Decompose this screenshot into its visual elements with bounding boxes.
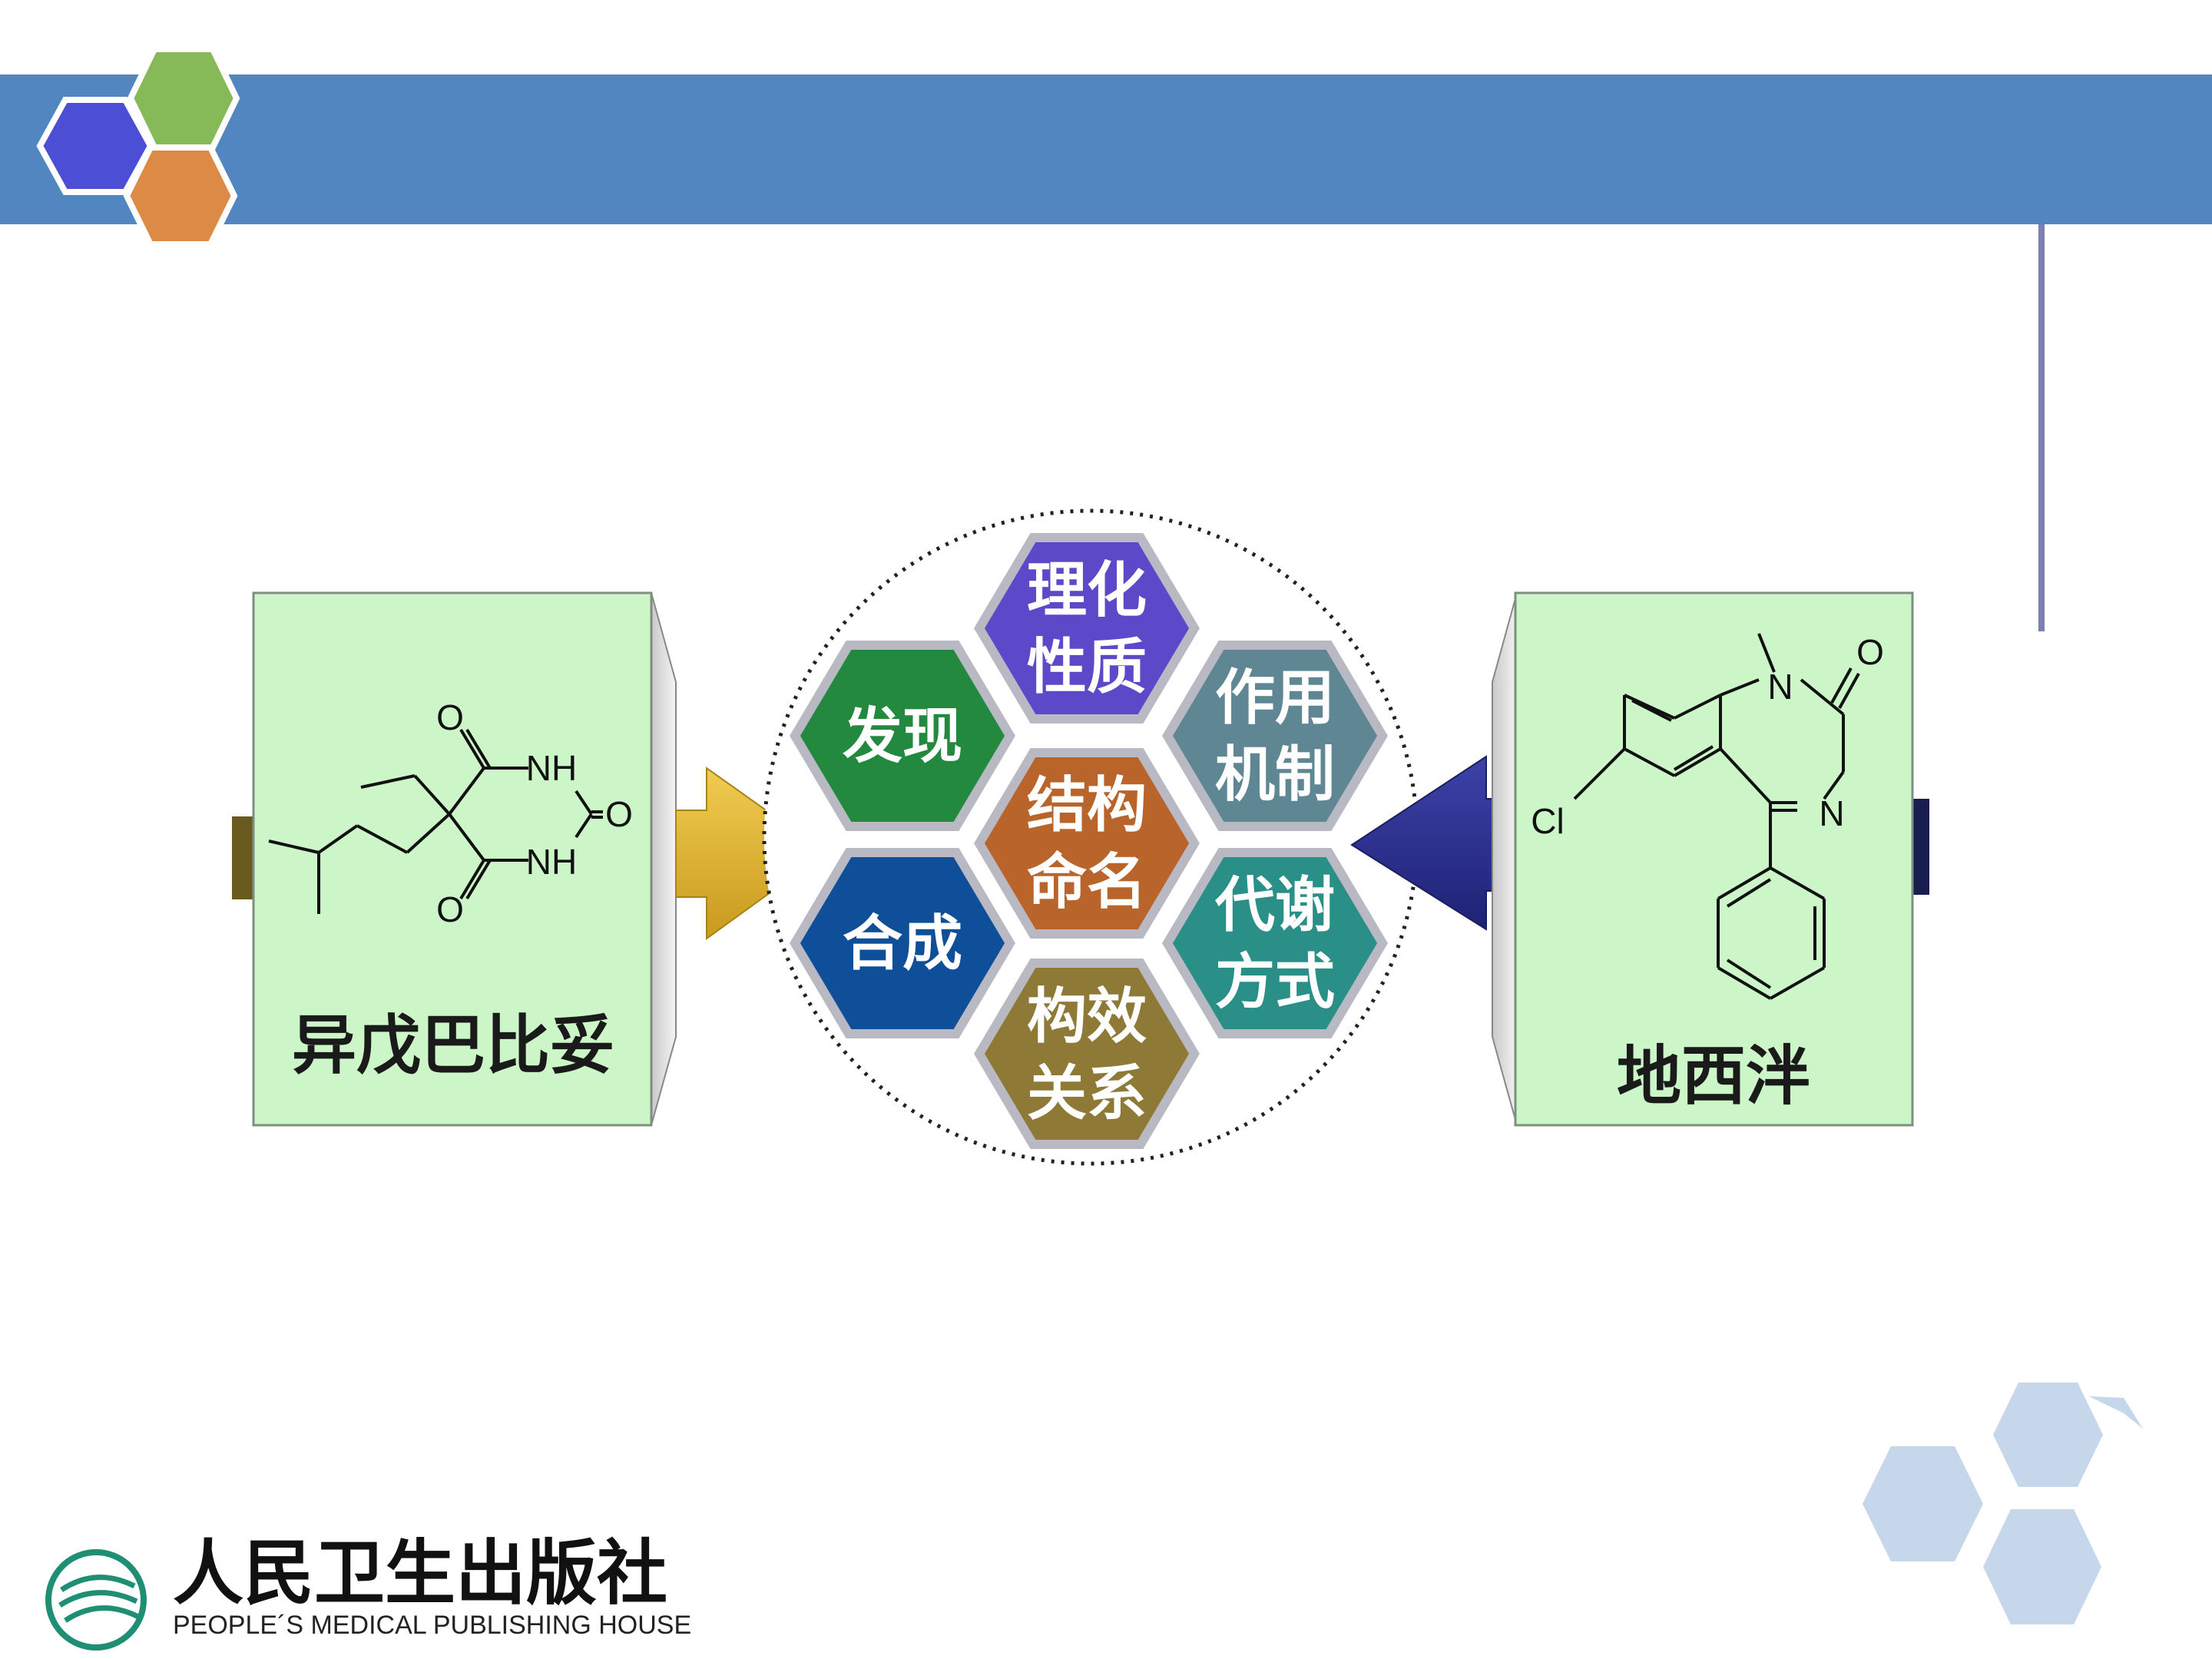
atom-label: O (605, 794, 633, 834)
hex-label: 理化 (1027, 556, 1147, 625)
hexagon (1162, 848, 1388, 1038)
atom-label: Cl (1531, 801, 1564, 841)
left-compound-name: 异戊巴比妥 (292, 1007, 614, 1083)
hex-label: 关系 (1027, 1059, 1147, 1128)
hex-label: 合成 (843, 909, 962, 979)
right-compound-name: 地西泮 (1617, 1038, 1810, 1114)
publisher-name-en: PEOPLE´S MEDICAL PUBLISHING HOUSE (173, 1611, 691, 1640)
hex-label: 代谢 (1214, 871, 1335, 940)
hexagon (790, 641, 1015, 831)
hex-label: 发现 (843, 702, 962, 771)
hexagon (974, 533, 1200, 724)
atom-label: N (1767, 667, 1793, 707)
atom-label: NH (526, 842, 577, 882)
hex-label: 构效 (1027, 982, 1147, 1051)
hex-group: 理化 性质 发现 作用 机制 结构 命名 合成 代谢 方式 构效 关系 (790, 533, 1388, 1149)
hexagon (790, 848, 1015, 1038)
atom-label: NH (526, 748, 577, 788)
amobarbital-structure (268, 728, 603, 914)
bottom-right-hex-decoration (1863, 1382, 2143, 1624)
atom-label: O (436, 889, 464, 929)
right-compound-box: N O N Cl 地西泮 (1492, 591, 1929, 1127)
atom-label: O (436, 697, 464, 737)
hexagon (1162, 641, 1388, 831)
left-compound-box: O NH O NH O 异戊巴比妥 (232, 591, 677, 1127)
hex-label: 结构 (1027, 771, 1147, 840)
hex-label: 机制 (1215, 740, 1335, 810)
header-bar (0, 75, 2212, 224)
hex-label: 方式 (1215, 948, 1335, 1017)
atom-label: O (1856, 632, 1884, 672)
corner-hex-decoration (36, 46, 240, 247)
hexagon (974, 959, 1200, 1149)
publisher-name-cn: 人民卫生出版社 (173, 1532, 667, 1614)
hex-label: 命名 (1027, 848, 1147, 917)
left-arrow (675, 767, 827, 940)
hex-label: 作用 (1215, 664, 1335, 733)
accent-vertical-line (2038, 224, 2045, 631)
diazepam-structure (1573, 633, 1860, 1000)
hexagon (974, 748, 1200, 939)
hex-label: 性质 (1027, 633, 1147, 702)
atom-label: N (1819, 793, 1844, 833)
publisher-logo: 人民卫生出版社 PEOPLE´S MEDICAL PUBLISHING HOUS… (45, 1532, 691, 1651)
